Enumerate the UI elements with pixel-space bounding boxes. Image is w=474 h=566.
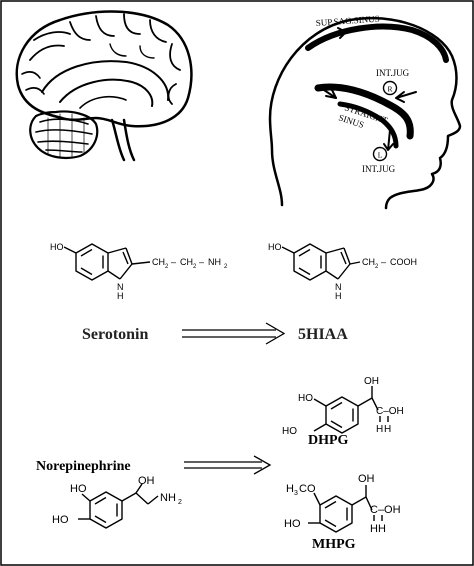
serotonin-conversion: Serotonin 5HIAA [82, 322, 348, 345]
head-sinus-illustration [268, 16, 462, 210]
dhpg-oh1-label: OH [364, 376, 379, 387]
mhpg-oh2-label: C–OH [370, 504, 401, 516]
dhpg-structure [313, 386, 389, 434]
hiaa-ch2-sub: 2 [375, 264, 379, 270]
serotonin-dash-a: – [171, 257, 176, 267]
hiaa-cooh: COOH [390, 257, 417, 267]
hiaa-dash: – [381, 257, 386, 267]
mhpg-structure-labels: H 3 CO HO OH C–OH H H MHPG [284, 473, 401, 552]
mhpg-methoxy-h: H [286, 483, 294, 495]
serotonin-structure [63, 243, 151, 281]
mhpg-structure [308, 485, 383, 533]
int-jug-right-label: INT.JUG [376, 68, 410, 78]
dhpg-h2-label: H [384, 424, 391, 435]
serotonin-dash-b: – [199, 257, 204, 267]
norepi-oh-label: OH [138, 475, 155, 487]
serotonin-nh2-sub: 2 [224, 264, 228, 270]
dhpg-oh2-label: C–OH [376, 406, 404, 417]
serotonin-ch2-a-sub: 2 [165, 264, 169, 270]
hiaa-ho-label: HO [268, 242, 282, 252]
int-jug-left-marker: L [378, 151, 383, 160]
int-jug-left-label: INT.JUG [362, 164, 396, 174]
dhpg-ho2-label: HO [282, 426, 297, 437]
serotonin-n-label: N [117, 282, 124, 292]
serotonin-ho-label: HO [50, 242, 64, 252]
hiaa-structure [281, 243, 361, 281]
dhpg-name-label: DHPG [308, 433, 349, 448]
serotonin-conversion-arrow [182, 322, 286, 345]
mhpg-name-label: MHPG [312, 537, 356, 552]
serotonin-ch2-b: CH [180, 257, 193, 267]
norepinephrine-structure-labels: HO HO OH NH 2 [52, 475, 182, 526]
dhpg-ho1-label: HO [298, 393, 313, 404]
norepinephrine-structure [78, 483, 159, 529]
serotonin-structure-labels: HO N H CH 2 – CH 2 – NH 2 [50, 242, 228, 301]
serotonin-nh2: NH [208, 257, 221, 267]
int-jug-right-circle [382, 80, 398, 96]
norepi-ho2-label: HO [52, 514, 69, 526]
norepinephrine-label: Norepinephrine [36, 459, 131, 474]
mhpg-oh1-label: OH [358, 473, 375, 485]
serotonin-ch2-a: CH [152, 257, 165, 267]
brain-sagittal-illustration [15, 10, 193, 162]
mhpg-methoxy-co: CO [299, 483, 316, 495]
norepi-nh2-sub: 2 [178, 499, 182, 506]
int-jug-left-circle [372, 146, 388, 162]
norepinephrine-conversion: Norepinephrine [36, 455, 272, 475]
mhpg-h1-label: H [370, 523, 378, 535]
dhpg-structure-labels: HO HO OH C–OH H H DHPG [282, 376, 404, 448]
int-jug-right-marker: R [387, 85, 392, 94]
norepinephrine-conversion-arrow [184, 455, 272, 475]
dhpg-h1-label: H [376, 424, 383, 435]
mhpg-ho-label: HO [284, 518, 301, 530]
norepi-ho1-label: HO [70, 483, 87, 495]
norepi-nh2-label: NH [160, 492, 176, 504]
serotonin-label: Serotonin [82, 326, 148, 343]
mhpg-h2-label: H [378, 523, 386, 535]
sup-sag-sinus-label: SUP.SAG.SINUS [315, 14, 380, 28]
hiaa-n-label: N [335, 282, 342, 292]
hiaa-label: 5HIAA [298, 326, 348, 343]
mhpg-methoxy-sub: 3 [294, 490, 298, 497]
serotonin-h-label: H [117, 291, 124, 301]
hiaa-structure-labels: HO N H CH 2 – COOH [268, 242, 417, 301]
hiaa-h-label: H [335, 291, 342, 301]
serotonin-ch2-b-sub: 2 [193, 264, 197, 270]
hiaa-ch2: CH [362, 257, 375, 267]
